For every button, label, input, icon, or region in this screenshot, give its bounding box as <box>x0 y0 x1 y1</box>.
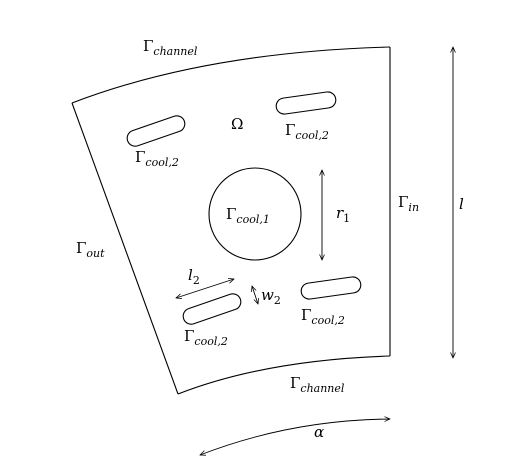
label-omega: Ω <box>231 115 243 133</box>
label-gamma-cool2-bottom-left: Γcool,2 <box>184 327 228 348</box>
channel-boundary-bottom <box>177 355 391 395</box>
label-alpha: α <box>314 423 324 441</box>
label-r1: r1 <box>336 204 350 225</box>
label-gamma-cool2-top-right: Γcool,2 <box>285 121 329 142</box>
slot-length-l2-arrow <box>176 279 234 298</box>
channel-boundary-top <box>71 46 391 104</box>
cooling-hole-1 <box>208 167 302 261</box>
label-gamma-cool1: Γcool,1 <box>226 205 270 226</box>
cooling-slot-top-right <box>275 91 337 115</box>
slot-width-w2-arrow <box>252 286 258 304</box>
label-l: l <box>459 195 464 213</box>
label-l2: l2 <box>188 266 200 287</box>
cooling-slot-bottom-left <box>182 293 242 325</box>
cooling-slot-bottom-right <box>300 276 362 300</box>
outlet-boundary <box>71 102 179 395</box>
label-gamma-channel-top: Γchannel <box>143 37 198 58</box>
cooling-slot-top-left <box>126 115 186 147</box>
label-gamma-cool2-bottom-right: Γcool,2 <box>301 306 345 327</box>
angle-alpha-arrow <box>200 419 390 455</box>
label-w2: w2 <box>261 286 281 307</box>
label-gamma-channel-bottom: Γchannel <box>290 374 345 395</box>
label-gamma-out: Γout <box>76 239 105 260</box>
label-gamma-in: Γin <box>398 193 419 214</box>
label-gamma-cool2-top-left: Γcool,2 <box>135 148 179 169</box>
